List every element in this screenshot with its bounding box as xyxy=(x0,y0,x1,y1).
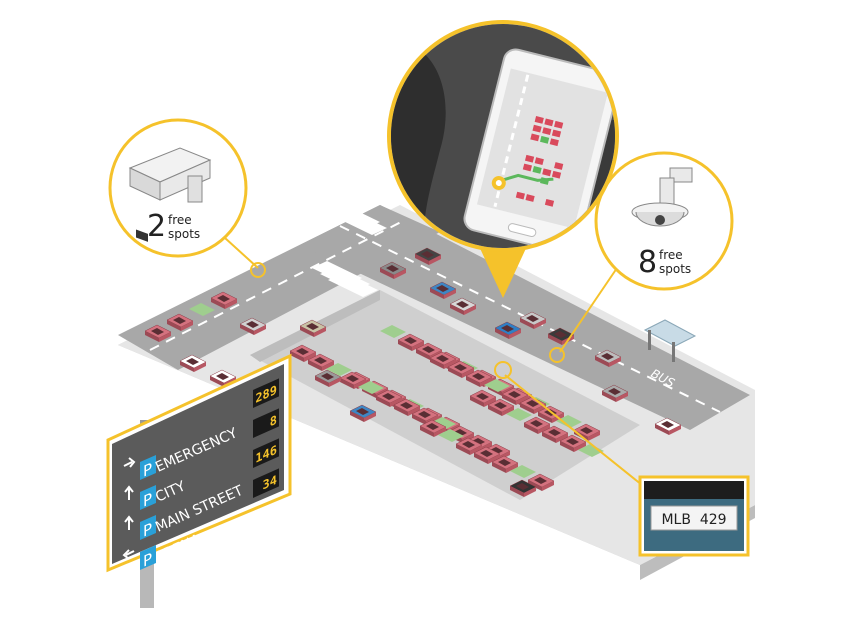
free-spot xyxy=(510,465,536,478)
occupied-car xyxy=(375,389,403,407)
parking-p-icon: P xyxy=(140,515,156,541)
occupied-car xyxy=(289,344,317,362)
free-spot xyxy=(430,417,456,430)
traffic-car xyxy=(209,369,237,387)
right-camera-marker xyxy=(549,347,565,363)
traffic-car xyxy=(519,311,547,329)
occupied-car xyxy=(429,351,457,369)
parking-p-icon: P xyxy=(140,485,156,511)
up-arrow-icon xyxy=(124,485,134,500)
occupied-car xyxy=(559,434,587,452)
bullet-camera-icon xyxy=(128,147,212,242)
occupied-car xyxy=(523,416,551,434)
occupied-car xyxy=(397,333,425,351)
left-camera-marker xyxy=(250,262,266,278)
free-spot xyxy=(189,303,215,316)
svg-text:P: P xyxy=(143,489,152,511)
svg-text:P: P xyxy=(143,519,152,541)
traffic-car xyxy=(654,417,682,435)
traffic-car xyxy=(349,404,377,422)
occupied-car xyxy=(501,387,529,405)
free-spot xyxy=(380,325,406,338)
right-spots-label: spots xyxy=(659,262,691,276)
occupied-car xyxy=(465,369,493,387)
free-spot xyxy=(556,415,582,428)
phone-callout-pointer xyxy=(478,244,528,298)
traffic-car xyxy=(509,479,537,497)
traffic-car xyxy=(494,321,522,339)
occupied-car xyxy=(419,419,447,437)
traffic-car xyxy=(239,317,267,335)
traffic-car xyxy=(179,354,207,372)
svg-text:P: P xyxy=(143,459,152,481)
occupied-car xyxy=(210,291,238,309)
bus-shelter xyxy=(643,319,697,362)
traffic-car xyxy=(429,281,457,299)
left-free-count: 2 xyxy=(147,209,166,244)
sign-free-count: 8 xyxy=(270,412,277,430)
left-free-label: free xyxy=(168,213,192,227)
traffic-car xyxy=(314,369,342,387)
occupied-car xyxy=(469,389,497,407)
free-spot xyxy=(484,379,510,392)
occupied-car xyxy=(491,455,519,473)
crosswalk xyxy=(312,205,387,297)
plate-camera-marker xyxy=(494,361,512,379)
up-arrow-icon xyxy=(124,515,134,530)
occupied-car xyxy=(527,473,555,491)
parked-cars xyxy=(144,247,682,497)
occupied-car xyxy=(487,398,515,416)
occupied-car xyxy=(166,313,194,331)
right-camera-callout: 8 free spots xyxy=(594,151,734,291)
dome-camera-icon xyxy=(631,167,693,227)
free-spot xyxy=(326,363,352,376)
free-spot xyxy=(438,429,464,442)
traffic-car xyxy=(449,297,477,315)
occupied-car xyxy=(339,371,367,389)
traffic-car xyxy=(601,384,629,402)
parking-p-icon: P xyxy=(140,545,156,571)
traffic-car xyxy=(299,319,327,337)
left-arrow-icon xyxy=(122,549,135,560)
parking-p-icon: P xyxy=(140,455,156,481)
license-plate-callout: MLB 429 xyxy=(638,475,750,557)
license-plate-text: MLB 429 xyxy=(661,512,726,528)
phone-callout xyxy=(387,20,619,252)
occupied-car xyxy=(455,437,483,455)
smartphone-map-icon xyxy=(463,48,615,248)
traffic-car xyxy=(594,349,622,367)
occupied-car xyxy=(473,446,501,464)
traffic-car xyxy=(414,247,442,265)
occupied-car xyxy=(541,425,569,443)
occupied-car xyxy=(144,324,172,342)
parking-lot xyxy=(250,290,640,500)
free-spot xyxy=(358,381,384,394)
left-spots-label: spots xyxy=(168,227,200,241)
right-free-count: 8 xyxy=(638,245,657,280)
traffic-car xyxy=(379,261,407,279)
left-camera-callout: 2 free spots xyxy=(108,118,248,258)
free-spot xyxy=(506,408,532,421)
right-free-label: free xyxy=(659,248,683,262)
sign-free-count: 34 xyxy=(263,472,277,493)
right-arrow-icon xyxy=(123,457,136,468)
occupied-car xyxy=(447,360,475,378)
occupied-car xyxy=(393,398,421,416)
svg-text:P: P xyxy=(143,549,152,571)
occupied-car xyxy=(307,353,335,371)
free-spot xyxy=(578,444,604,457)
